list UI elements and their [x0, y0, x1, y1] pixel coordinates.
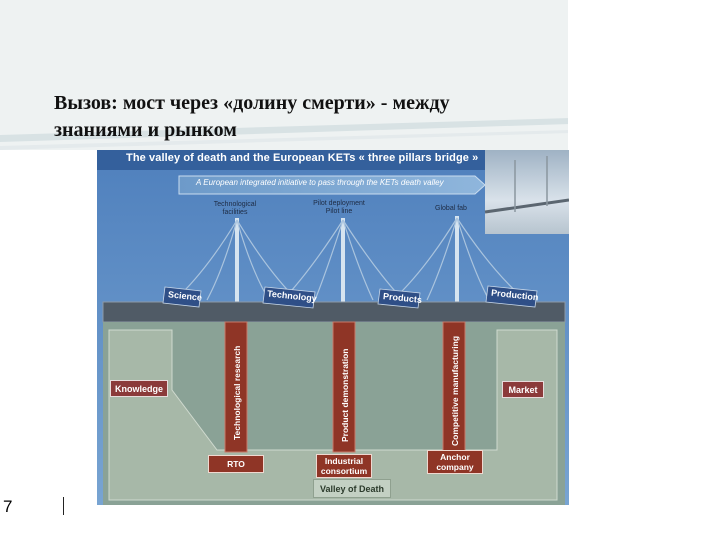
base-box-text: Industrial: [324, 456, 364, 466]
bridge-tower: [455, 216, 459, 304]
market-label: Market: [502, 381, 544, 398]
facility-label-pilot: Pilot deployment Pilot line: [303, 200, 375, 216]
base-box-industrial-consortium: Industrial consortium: [316, 454, 372, 478]
bridge-tower: [341, 218, 345, 304]
facility-line: Pilot line: [325, 208, 353, 215]
base-box-rto: RTO: [208, 455, 264, 473]
initiative-arrow-text: A European integrated initiative to pass…: [196, 178, 444, 187]
facility-line: Pilot deployment: [313, 200, 365, 207]
pillar-label-competitive-manufacturing: Competitive manufacturing: [450, 335, 460, 446]
facility-line: facilities: [222, 209, 248, 216]
slide-title: Вызов: мост через «долину смерти» - межд…: [54, 90, 574, 144]
base-box-text: consortium: [320, 466, 368, 476]
stage-tag-shape: [162, 286, 202, 308]
title-band: [97, 150, 569, 170]
bridge-photo: [485, 150, 569, 234]
slide-title-line: Вызов: мост через «долину смерти» - межд…: [54, 92, 450, 114]
knowledge-label: Knowledge: [110, 380, 168, 397]
facility-label-technological: Technological facilities: [200, 201, 270, 217]
facility-line: Technological: [213, 201, 257, 208]
bridge-tower: [235, 218, 239, 304]
pillar-label-technological-research: Technological research: [232, 345, 242, 440]
initiative-arrow: [178, 175, 486, 195]
page-number: 7: [3, 497, 13, 516]
valley-of-death-diagram: [97, 150, 569, 505]
pillar: [224, 321, 248, 453]
base-box-text: RTO: [227, 459, 245, 469]
stage-tag-shape: [262, 286, 316, 309]
photo-bridge-deck: [484, 198, 569, 214]
base-box-anchor-company: Anchor company: [427, 450, 483, 474]
facility-line: Global fab: [435, 205, 467, 212]
slide-title-line: знаниями и рынком: [54, 119, 237, 141]
stage-tag-shape: [485, 285, 538, 308]
pillar-label-product-demonstration: Product demonstration: [340, 348, 350, 442]
diagram-title: The valley of death and the European KET…: [126, 152, 479, 164]
facility-label-global-fab: Global fab: [426, 205, 476, 213]
base-box-text: Anchor: [440, 452, 470, 462]
base-box-text: company: [436, 462, 474, 472]
pillar: [332, 321, 356, 453]
bridge-deck: [102, 301, 566, 323]
valley-of-death-label: Valley of Death: [313, 479, 391, 498]
footer-rule: [63, 497, 64, 515]
stage-tag-shape: [377, 288, 421, 309]
